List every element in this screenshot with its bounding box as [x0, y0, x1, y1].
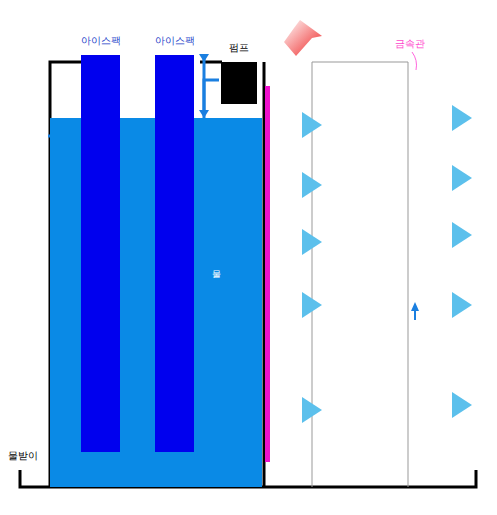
heat-arrow: [276, 172, 322, 198]
heat-arrow: [426, 165, 472, 191]
node-label: 아이스팩: [81, 35, 121, 47]
tray-label: 물받이: [8, 450, 38, 462]
pump-box: 펌프: [221, 62, 257, 104]
node-label: 펌프: [229, 42, 249, 54]
leader-line: [412, 52, 417, 70]
heat-arrow: [276, 112, 322, 138]
heat-arrow: [276, 397, 322, 423]
outflow-arrow: [199, 80, 219, 118]
heat-arrow: [426, 105, 472, 131]
heat-arrow: [276, 229, 322, 255]
heat-arrow: [426, 222, 472, 248]
heat-arrow: [276, 292, 322, 318]
ice-pack: 아이스팩: [81, 55, 120, 452]
pipe-label: 금속관: [395, 38, 425, 50]
ice-pack: 아이스팩: [155, 55, 194, 452]
sunlight-arrow: [284, 20, 322, 56]
node-label: 아이스팩: [155, 35, 195, 47]
flow-arrow: [411, 302, 419, 320]
heat-arrow: [426, 292, 472, 318]
heat-arrow: [426, 392, 472, 418]
heat-arrows: [276, 105, 472, 423]
radiator-housing: [312, 62, 408, 487]
metal-plate: [265, 86, 270, 462]
node-label: 물: [212, 268, 221, 280]
